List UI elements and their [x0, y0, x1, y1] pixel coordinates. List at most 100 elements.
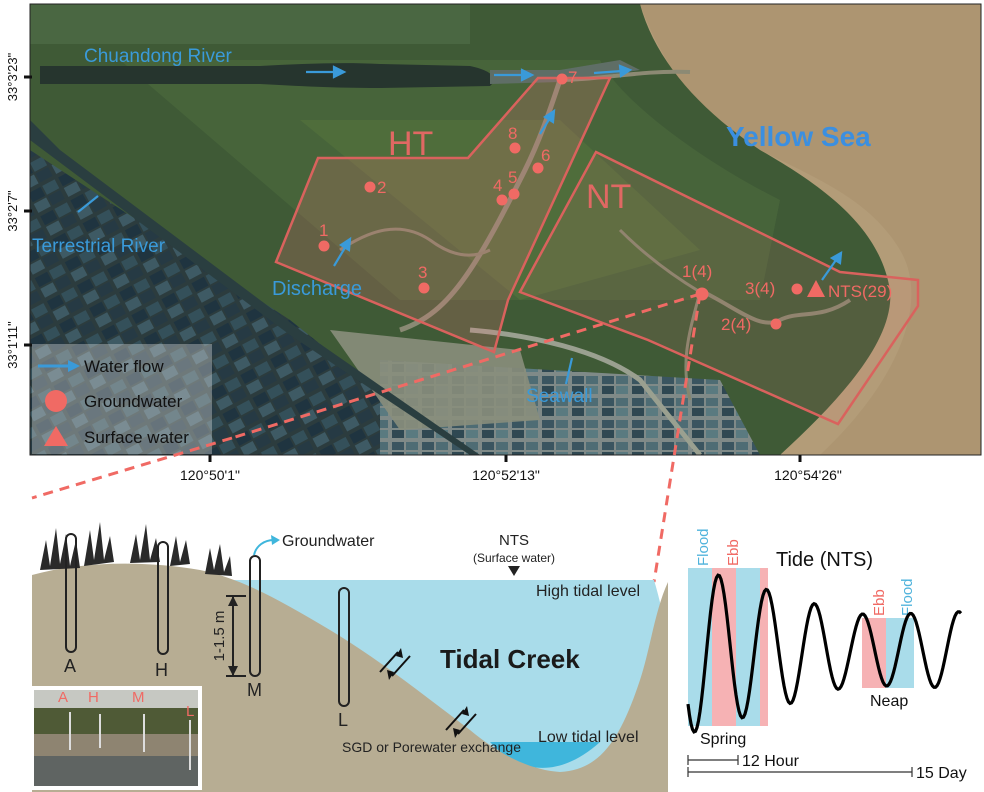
site-marker: [556, 73, 568, 85]
well-label-h: H: [155, 660, 168, 680]
exchange-arrows: [379, 651, 477, 735]
surface-water-marker: [807, 280, 825, 297]
ht-zone: [274, 76, 612, 354]
nts-sub-label: (Surface water): [473, 551, 555, 565]
legend-water-flow: Water flow: [84, 357, 164, 376]
tide-title: Tide (NTS): [776, 549, 873, 571]
site-marker: [532, 162, 544, 174]
scale-bars: [687, 755, 913, 777]
nt-label: NT: [586, 178, 631, 216]
chuandong-river-label: Chuandong River: [84, 46, 233, 67]
longitude-ticks: [208, 455, 802, 462]
ht-site-label: 4: [493, 176, 502, 195]
low-tidal-label: Low tidal level: [538, 729, 639, 746]
tide-curve: [686, 573, 963, 734]
terrestrial-river-pointer: [77, 195, 99, 213]
neap-ebb-label: Ebb: [871, 589, 888, 616]
chuandong-river-channel: [40, 63, 494, 88]
lon-tick-label: 120°54'26": [774, 467, 842, 483]
spring-ebb-label: Ebb: [725, 539, 742, 566]
photo-label-m: M: [132, 689, 145, 706]
nts-marker-icon: [508, 566, 520, 576]
lat-tick-label: 33°2'7": [5, 190, 20, 232]
photo-label-l: L: [186, 703, 194, 720]
ht-site-label: 8: [508, 124, 517, 143]
nts-label: NTS: [499, 532, 529, 549]
discharge-label: Discharge: [272, 278, 362, 300]
well-label-l: L: [338, 710, 348, 730]
legend-surface-water: Surface water: [84, 428, 189, 447]
nts-site-label: NTS(29): [828, 282, 892, 301]
site-marker: [508, 188, 520, 200]
map-legend: Water flow Groundwater Surface water: [32, 344, 212, 454]
water-flow-arrows: [77, 64, 843, 385]
tide-panel: Tide (NTS) Flood Ebb Ebb Flood Spring Ne…: [686, 528, 967, 782]
site-marker: [364, 181, 376, 193]
cross-section: A H M L Groundwater 1-1.5 m NTS (Surface…: [30, 522, 668, 792]
fish-ponds-west: [30, 150, 460, 455]
photo-label-h: H: [88, 689, 99, 706]
nt-groundwater-sites: [695, 280, 825, 330]
sgd-label: SGD or Porewater exchange: [342, 739, 521, 755]
well-a: [65, 533, 77, 653]
lat-tick-label: 33°1'11": [5, 321, 20, 369]
exchange-arrow-icon: [453, 728, 460, 738]
field-photo: A H M L: [30, 686, 202, 790]
seawall-label: Seawall: [526, 386, 593, 407]
neap-flood-band: [886, 618, 914, 688]
surface-water-legend-icon: [44, 426, 68, 446]
photo-label-a: A: [58, 689, 68, 706]
nt-zone: [518, 150, 920, 426]
latitude-ticks: [24, 75, 32, 347]
depth-label: 1-1.5 m: [211, 611, 228, 662]
scale-15-day: 15 Day: [916, 765, 967, 782]
exchange-arrow-icon: [462, 706, 469, 716]
site-marker: [418, 282, 430, 294]
legend-groundwater: Groundwater: [84, 392, 183, 411]
ht-groundwater-sites: [318, 73, 568, 294]
well-m: [249, 555, 261, 677]
flow-arrow-icon: [829, 251, 843, 265]
nt-site-label: 1(4): [682, 262, 712, 281]
neap-flood-label: Flood: [899, 578, 916, 616]
groundwater-label: Groundwater: [282, 533, 375, 550]
ht-site-label: 5: [508, 168, 517, 187]
yellow-sea-label: Yellow Sea: [726, 121, 871, 152]
groundwater-pointer: [253, 539, 275, 556]
spring-flood-label: Flood: [695, 528, 712, 566]
scale-12-hour: 12 Hour: [742, 753, 800, 770]
ht-site-label: 7: [568, 68, 577, 87]
flow-arrow-icon: [618, 64, 633, 78]
well-label-m: M: [247, 680, 262, 700]
exchange-arrow-icon: [387, 670, 394, 680]
ht-label: HT: [388, 125, 433, 163]
well-h: [157, 541, 169, 655]
exchange-arrow-icon: [396, 648, 403, 658]
well-l: [338, 587, 350, 707]
nt-site-label: 3(4): [745, 279, 775, 298]
groundwater-legend-icon: [45, 390, 67, 412]
groundwater-arrow-icon: [271, 535, 280, 545]
flow-arrow-icon: [520, 68, 535, 82]
seawall-line: [469, 327, 702, 455]
ht-site-label: 3: [418, 263, 427, 282]
lon-tick-label: 120°52'13": [472, 467, 540, 483]
site-marker: [791, 283, 803, 295]
well-label-a: A: [64, 656, 76, 676]
ht-site-label: 1: [319, 221, 328, 240]
flow-arrow-icon: [338, 236, 352, 252]
site-marker: [496, 194, 508, 206]
wells: [65, 533, 350, 707]
ht-site-label: 2: [377, 178, 386, 197]
satellite-map: [30, 4, 981, 455]
lat-tick-label: 33°3'23": [5, 52, 20, 101]
flow-arrow-icon: [332, 65, 347, 79]
site-marker: [770, 318, 782, 330]
water-flow-legend-icon: [68, 360, 80, 372]
ht-site-label: 6: [541, 146, 550, 165]
tidal-creek-label: Tidal Creek: [440, 644, 580, 674]
depth-bracket: [226, 595, 246, 677]
terrestrial-river-label: Terrestrial River: [32, 236, 166, 257]
site-marker: [318, 240, 330, 252]
